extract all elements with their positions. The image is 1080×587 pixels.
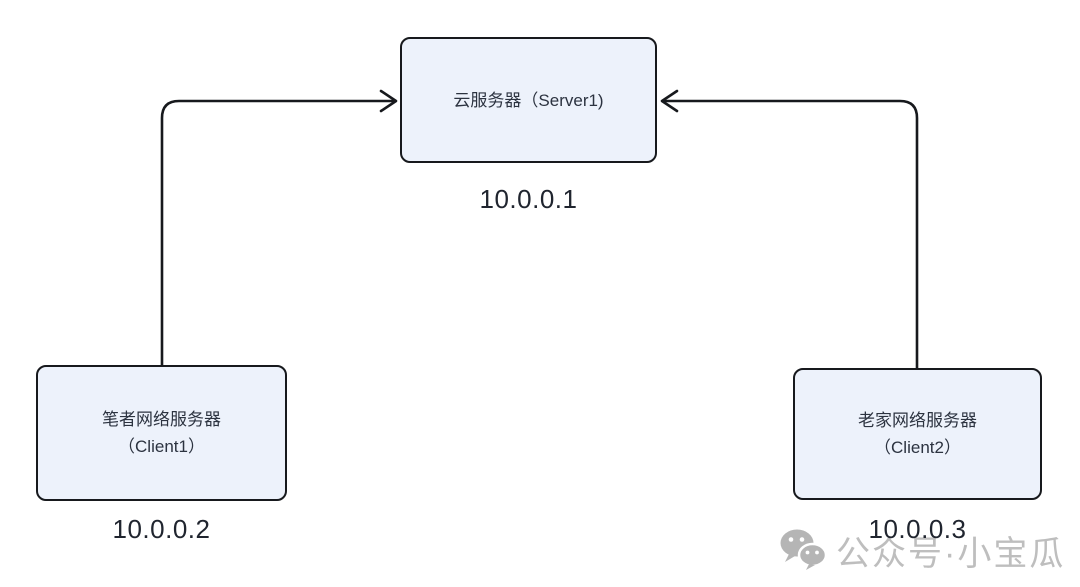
node-client1: 笔者网络服务器 （Client1）: [36, 365, 287, 501]
ip-label-server1: 10.0.0.1: [479, 184, 578, 214]
arrowhead-left-icon: [660, 89, 679, 113]
ip-label-client1: 10.0.0.2: [112, 514, 211, 544]
watermark-text: 公众号·小宝瓜: [836, 534, 1066, 573]
ip-label-client2: 10.0.0.3: [868, 514, 967, 544]
node-server1: 云服务器（Server1): [400, 37, 657, 163]
node-client1-label-line2: （Client1）: [118, 437, 205, 456]
arrowhead-right-icon: [379, 89, 398, 113]
edge-client2-to-server1: [660, 89, 919, 371]
wechat-icon: [780, 529, 828, 570]
node-client2: 老家网络服务器 （Client2）: [793, 368, 1042, 500]
node-client2-label-line2: （Client2）: [874, 438, 961, 457]
edge-client1-to-server1: [160, 89, 398, 368]
node-server1-label: 云服务器（Server1): [453, 90, 604, 110]
watermark: 公众号·小宝瓜: [779, 524, 1065, 576]
node-client1-label-line1: 笔者网络服务器: [102, 410, 221, 429]
node-client2-label-line1: 老家网络服务器: [858, 411, 977, 430]
